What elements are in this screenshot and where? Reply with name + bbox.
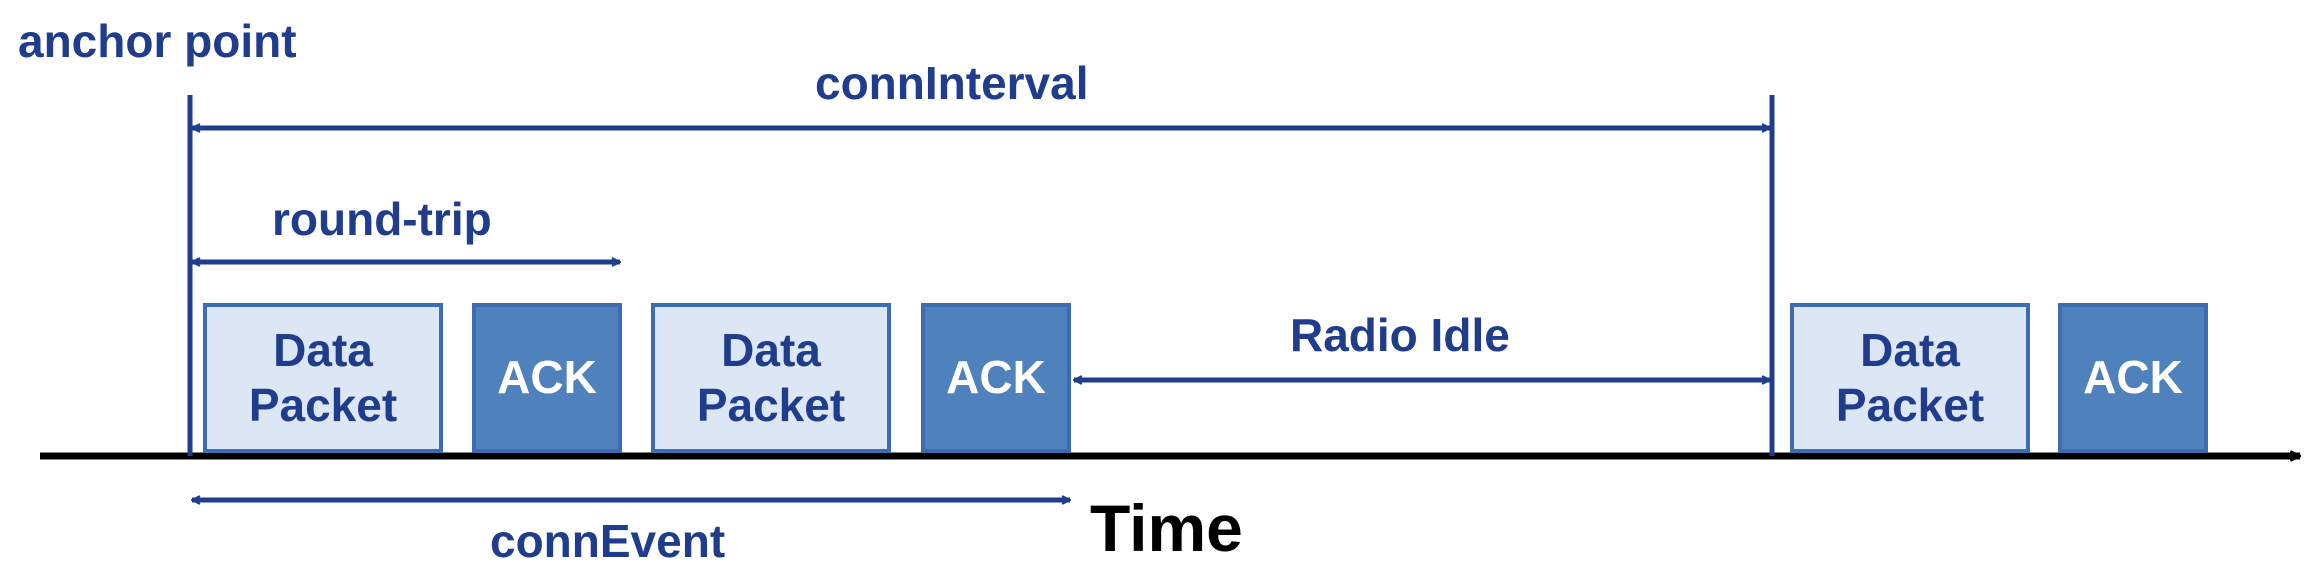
ack-label: ACK	[2083, 351, 2183, 404]
ack-packet-box: ACK	[2058, 303, 2208, 453]
packet-line1: Data	[721, 323, 821, 376]
anchor-point-label: anchor point	[18, 15, 297, 67]
conn-interval-label: connInterval	[815, 57, 1089, 109]
ack-label: ACK	[946, 351, 1046, 404]
packet-line2: Packet	[1835, 379, 1985, 431]
ack-packet-box: ACK	[472, 303, 622, 453]
conn-event-label: connEvent	[490, 515, 726, 567]
round-trip-label: round-trip	[272, 193, 492, 245]
ack-packet-box: ACK	[921, 303, 1071, 453]
packet-line1: Data	[273, 323, 373, 376]
time-axis-label: Time	[1090, 491, 1243, 565]
packet-line2: Packet	[248, 379, 398, 431]
ack-label: ACK	[497, 351, 597, 404]
radio-idle-label: Radio Idle	[1290, 309, 1510, 361]
packet-line1: Data	[1860, 323, 1960, 376]
packet-line2: Packet	[696, 379, 846, 431]
